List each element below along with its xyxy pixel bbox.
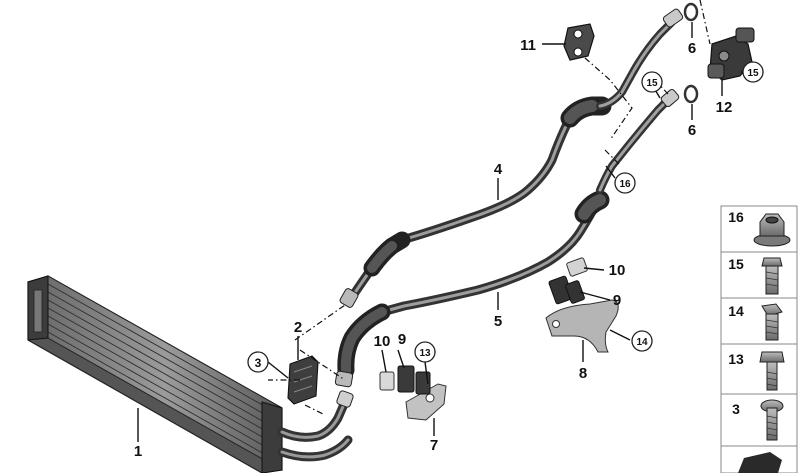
hex-bolt-icon: [761, 257, 783, 295]
torx-screw-icon: [760, 399, 784, 441]
legend-footer-icon: [738, 452, 782, 473]
part-label-10-upper: 10: [609, 262, 626, 279]
callout-circle-15-left: [641, 71, 663, 93]
legend-cell-13: [720, 343, 798, 395]
clamp-upper-10: [566, 257, 588, 277]
part-label-5: 5: [494, 313, 502, 330]
callout-circle-15-right: [742, 61, 764, 83]
part-label-9-upper: 9: [613, 292, 621, 309]
callout-circle-13: [414, 341, 436, 363]
part-label-14: 14: [636, 337, 648, 348]
fastener-legend: 16 15 14 13 3: [720, 205, 798, 473]
part-label-9-lower: 9: [398, 331, 406, 348]
clamp-lower-9: [397, 365, 431, 395]
legend-label-14: 14: [728, 303, 744, 319]
part-label-10-lower: 10: [374, 333, 391, 350]
part-label-15-left: 15: [646, 78, 658, 89]
part-label-13: 13: [419, 348, 431, 359]
part-label-4: 4: [494, 161, 503, 178]
transmission-oil-cooler: [27, 275, 283, 473]
bracket-upper-8: [545, 299, 619, 353]
callout-circle-16: [614, 172, 636, 194]
assembly-dash-lines: [268, 0, 711, 416]
part-label-1: 1: [134, 443, 142, 460]
legend-cell-14: [720, 297, 798, 345]
cooler-pipes: [277, 390, 354, 462]
oil-cooler-line-return: [334, 88, 680, 388]
part-label-15-right: 15: [747, 68, 759, 79]
part-label-3: 3: [255, 356, 262, 370]
part-label-2: 2: [294, 319, 302, 336]
part-label-6-upper: 6: [688, 40, 696, 57]
part-label-12: 12: [716, 99, 733, 116]
clamp-lower-10: [379, 371, 395, 391]
connector-flange: [563, 23, 595, 61]
collar-bolt-icon: [761, 303, 783, 341]
part-label-16: 16: [619, 179, 631, 190]
flange-nut-icon: [753, 213, 791, 247]
callout-circle-14: [631, 330, 653, 352]
legend-cell-3: [720, 393, 798, 447]
legend-label-16: 16: [728, 209, 744, 225]
mounting-bracket-2: [287, 355, 319, 405]
part-label-6-lower: 6: [688, 122, 696, 139]
part-label-8: 8: [579, 365, 587, 382]
legend-label-3: 3: [732, 401, 740, 417]
clamp-upper-9: [548, 275, 585, 305]
legend-label-15: 15: [728, 256, 744, 272]
part-label-11: 11: [520, 37, 536, 54]
callout-circle-3: [247, 351, 269, 373]
thermostat-valve: [707, 27, 755, 81]
o-ring-lower: [683, 84, 699, 104]
bracket-lower-7: [405, 383, 447, 421]
o-ring-upper: [683, 2, 699, 22]
part-label-7: 7: [430, 437, 438, 454]
legend-label-13: 13: [728, 351, 744, 367]
hex-screw-icon: [759, 351, 785, 391]
oil-cooler-line-feed: [339, 8, 684, 308]
